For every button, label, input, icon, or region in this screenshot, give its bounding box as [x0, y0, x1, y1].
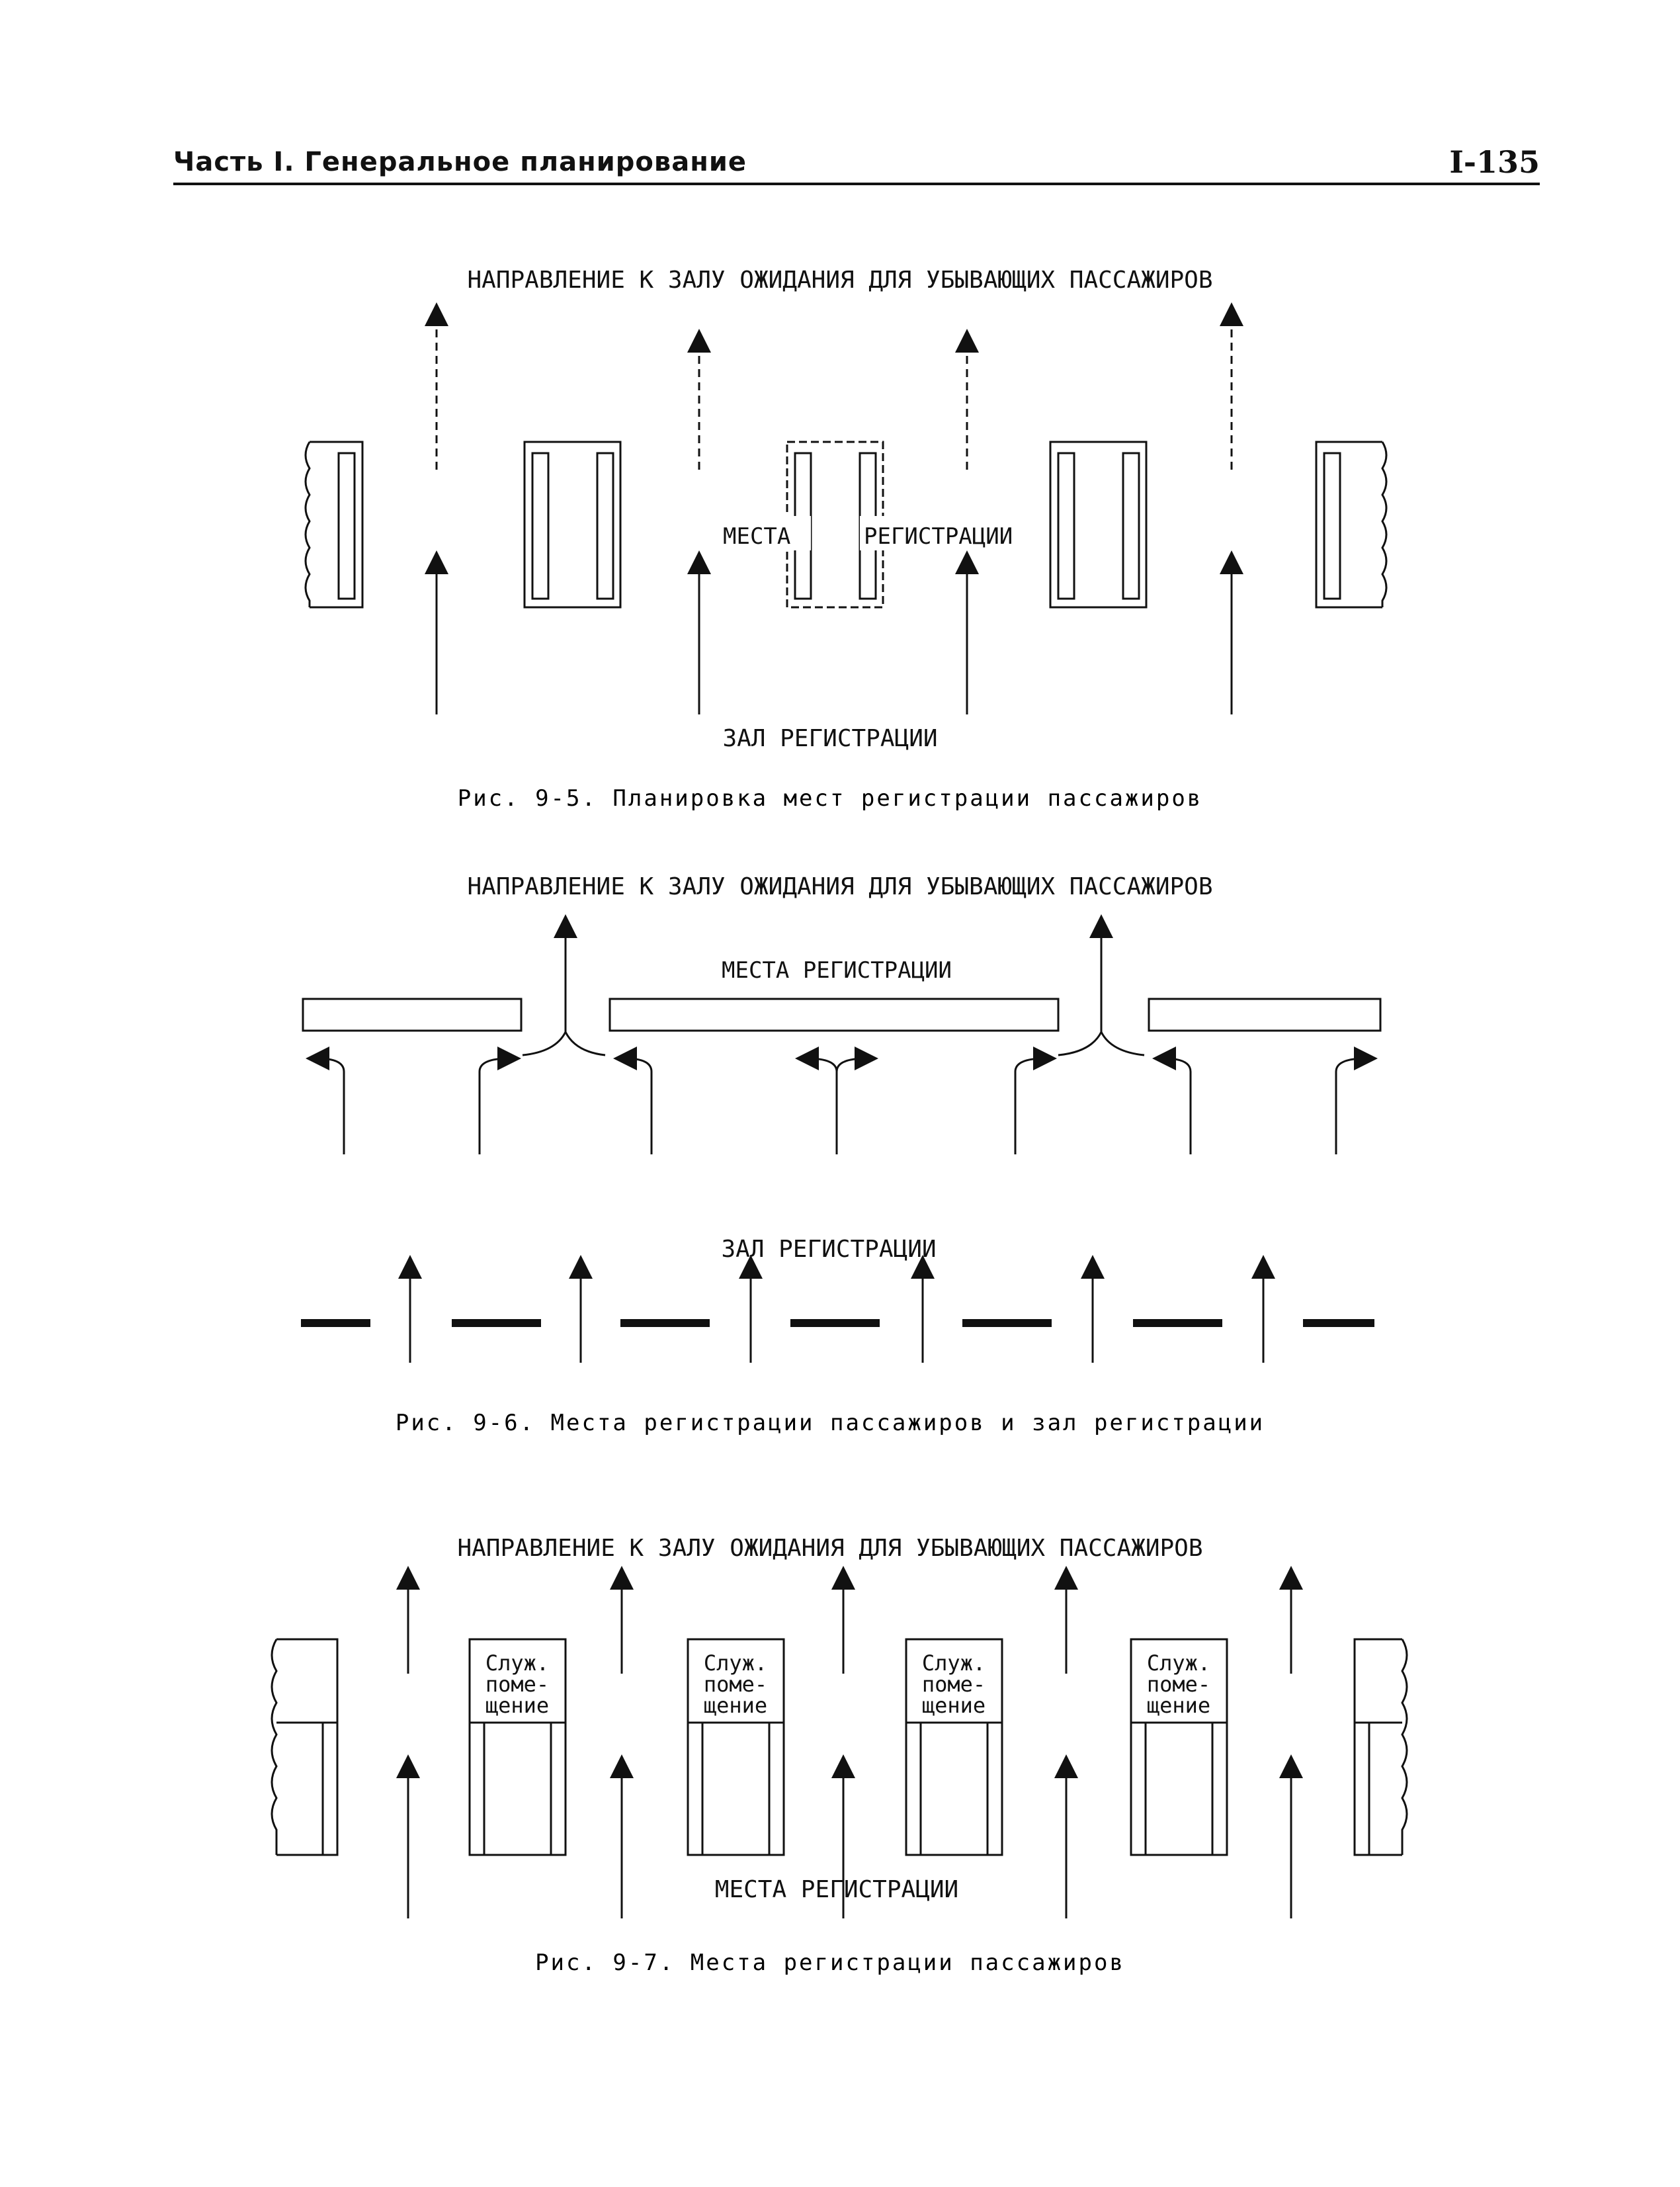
- fig3-top-label: НАПРАВЛЕНИЕ К ЗАЛУ ОЖИДАНИЯ ДЛЯ УБЫВАЮЩИ…: [457, 1535, 1202, 1562]
- svg-text:поме-: поме-: [922, 1672, 986, 1697]
- fig1-counters: [304, 441, 1388, 609]
- svg-text:поме-: поме-: [1147, 1672, 1210, 1697]
- fig3-caption: Рис. 9-7. Места регистрации пассажиров: [535, 1950, 1125, 1976]
- fig1-bottom-label: ЗАЛ РЕГИСТРАЦИИ: [722, 725, 937, 752]
- svg-text:Служ.: Служ.: [1147, 1651, 1210, 1676]
- svg-text:поме-: поме-: [485, 1672, 549, 1697]
- figure-9-7: НАПРАВЛЕНИЕ К ЗАЛУ ОЖИДАНИЯ ДЛЯ УБЫВАЮЩИ…: [271, 1535, 1408, 1976]
- fig1-upper-arrows: [425, 302, 1243, 470]
- fig2-top-label: НАПРАВЛЕНИЕ К ЗАЛУ ОЖИДАНИЯ ДЛЯ УБЫВАЮЩИ…: [467, 873, 1212, 900]
- fig3-counters: [271, 1638, 1408, 1856]
- fig2-hall-arrows: [398, 1255, 1275, 1363]
- fig3-bottom-label: МЕСТА РЕГИСТРАЦИИ: [715, 1876, 958, 1903]
- fig3-lower-arrows: [396, 1754, 1303, 1918]
- svg-text:поме-: поме-: [704, 1672, 767, 1697]
- section-title: Часть I. Генеральное планирование: [173, 147, 747, 177]
- fig1-label-right: РЕГИСТРАЦИИ: [864, 523, 1013, 550]
- fig2-counters-label: МЕСТА РЕГИСТРАЦИИ: [722, 957, 952, 984]
- fig2-hall-label: ЗАЛ РЕГИСТРАЦИИ: [721, 1236, 936, 1263]
- fig1-caption: Рис. 9-5. Планировка мест регистрации па…: [458, 785, 1203, 812]
- svg-text:щение: щение: [1147, 1693, 1210, 1718]
- fig1-top-label: НАПРАВЛЕНИЕ К ЗАЛУ ОЖИДАНИЯ ДЛЯ УБЫВАЮЩИ…: [467, 267, 1212, 294]
- svg-text:щение: щение: [922, 1693, 986, 1718]
- fig2-caption: Рис. 9-6. Места регистрации пассажиров и…: [396, 1410, 1265, 1436]
- figure-9-6: НАПРАВЛЕНИЕ К ЗАЛУ ОЖИДАНИЯ ДЛЯ УБЫВАЮЩИ…: [301, 873, 1382, 1436]
- fig2-counter-bars: [302, 998, 1382, 1032]
- svg-text:Служ.: Служ.: [485, 1651, 549, 1676]
- svg-text:щение: щение: [704, 1693, 767, 1718]
- fig2-exit-arrows: [522, 914, 1145, 1056]
- fig1-label-left: МЕСТА: [723, 523, 790, 550]
- fig2-turn-arrows: [306, 1047, 1378, 1154]
- header-rule: [173, 183, 1540, 185]
- svg-text:Служ.: Служ.: [704, 1651, 767, 1676]
- fig2-walls: [301, 1319, 1374, 1327]
- svg-text:щение: щение: [485, 1693, 549, 1718]
- page-number: I-135: [1449, 144, 1540, 180]
- figure-9-5: НАПРАВЛЕНИЕ К ЗАЛУ ОЖИДАНИЯ ДЛЯ УБЫВАЮЩИ…: [304, 267, 1388, 812]
- svg-text:Служ.: Служ.: [922, 1651, 986, 1676]
- fig3-upper-arrows: [396, 1566, 1303, 1674]
- fig3-service-room-labels: Служ. поме- щение Служ. поме- щение Служ…: [485, 1651, 1210, 1718]
- fig1-lower-arrows: [425, 550, 1243, 714]
